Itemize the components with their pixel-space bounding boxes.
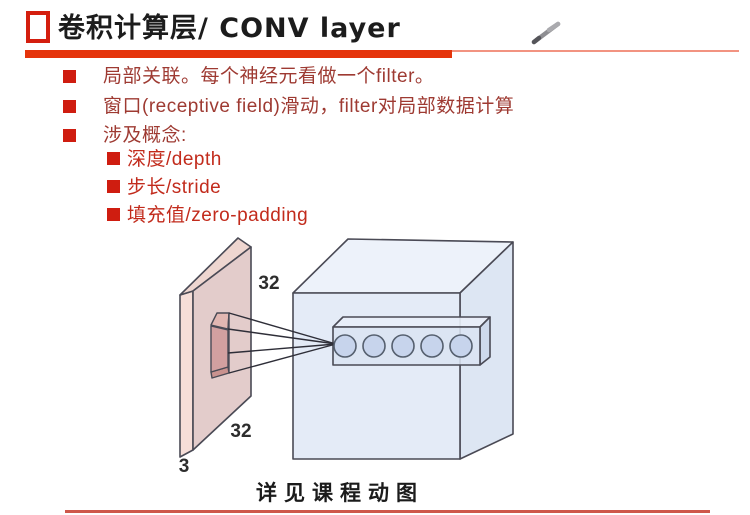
input-width-label: 32 [230, 421, 251, 442]
sub-bullet-text: 步长/stride [127, 177, 222, 198]
input-slab-side-face [179, 290, 194, 458]
sub-bullet-list: 深度/depth 步长/stride 填充值/zero-padding [107, 147, 308, 231]
bottom-divider [65, 510, 710, 513]
neuron-circles [333, 334, 473, 358]
input-depth-label: 3 [179, 456, 190, 477]
input-height-label: 32 [258, 273, 279, 294]
bullet-square-icon [107, 180, 120, 193]
bullet-text: 窗口(receptive field)滑动，filter对局部数据计算 [103, 95, 515, 117]
bullet-square-icon [63, 129, 76, 142]
diagram-caption: 详见课程动图 [256, 482, 424, 505]
neuron-bar-top-face [332, 316, 491, 328]
bullet-text: 局部关联。每个神经元看做一个filter。 [103, 66, 435, 87]
page-title: 卷积计算层/ CONV layer [58, 13, 401, 44]
neuron-circle [420, 334, 444, 358]
neuron-circle [449, 334, 473, 358]
sub-bullet-text: 填充值/zero-padding [127, 205, 309, 226]
sub-bullet-text: 深度/depth [127, 149, 222, 170]
bullet-item: 局部关联。每个神经元看做一个filter。 [63, 63, 514, 93]
neuron-circle [333, 334, 357, 358]
connection-fan-lines [227, 312, 337, 374]
sub-bullet-item: 步长/stride [107, 175, 308, 203]
receptive-field-front-face [210, 325, 229, 373]
bullet-item: 涉及概念: [63, 122, 514, 152]
title-divider-thick [25, 50, 452, 58]
bullet-square-icon [107, 152, 120, 165]
bullet-text: 涉及概念: [103, 125, 187, 146]
neuron-circle [391, 334, 415, 358]
neuron-circle [362, 334, 386, 358]
bullet-list: 局部关联。每个神经元看做一个filter。 窗口(receptive field… [63, 63, 514, 152]
sub-bullet-item: 填充值/zero-padding [107, 203, 308, 231]
bullet-item: 窗口(receptive field)滑动，filter对局部数据计算 [63, 93, 514, 123]
bullet-square-icon [63, 70, 76, 83]
bullet-square-icon [107, 208, 120, 221]
pencil-icon [531, 21, 561, 45]
bullet-square-icon [63, 99, 76, 113]
conv-layer-diagram: 32 32 3 [179, 237, 514, 477]
title-bullet-square-icon [26, 11, 50, 43]
sub-bullet-item: 深度/depth [107, 147, 308, 175]
